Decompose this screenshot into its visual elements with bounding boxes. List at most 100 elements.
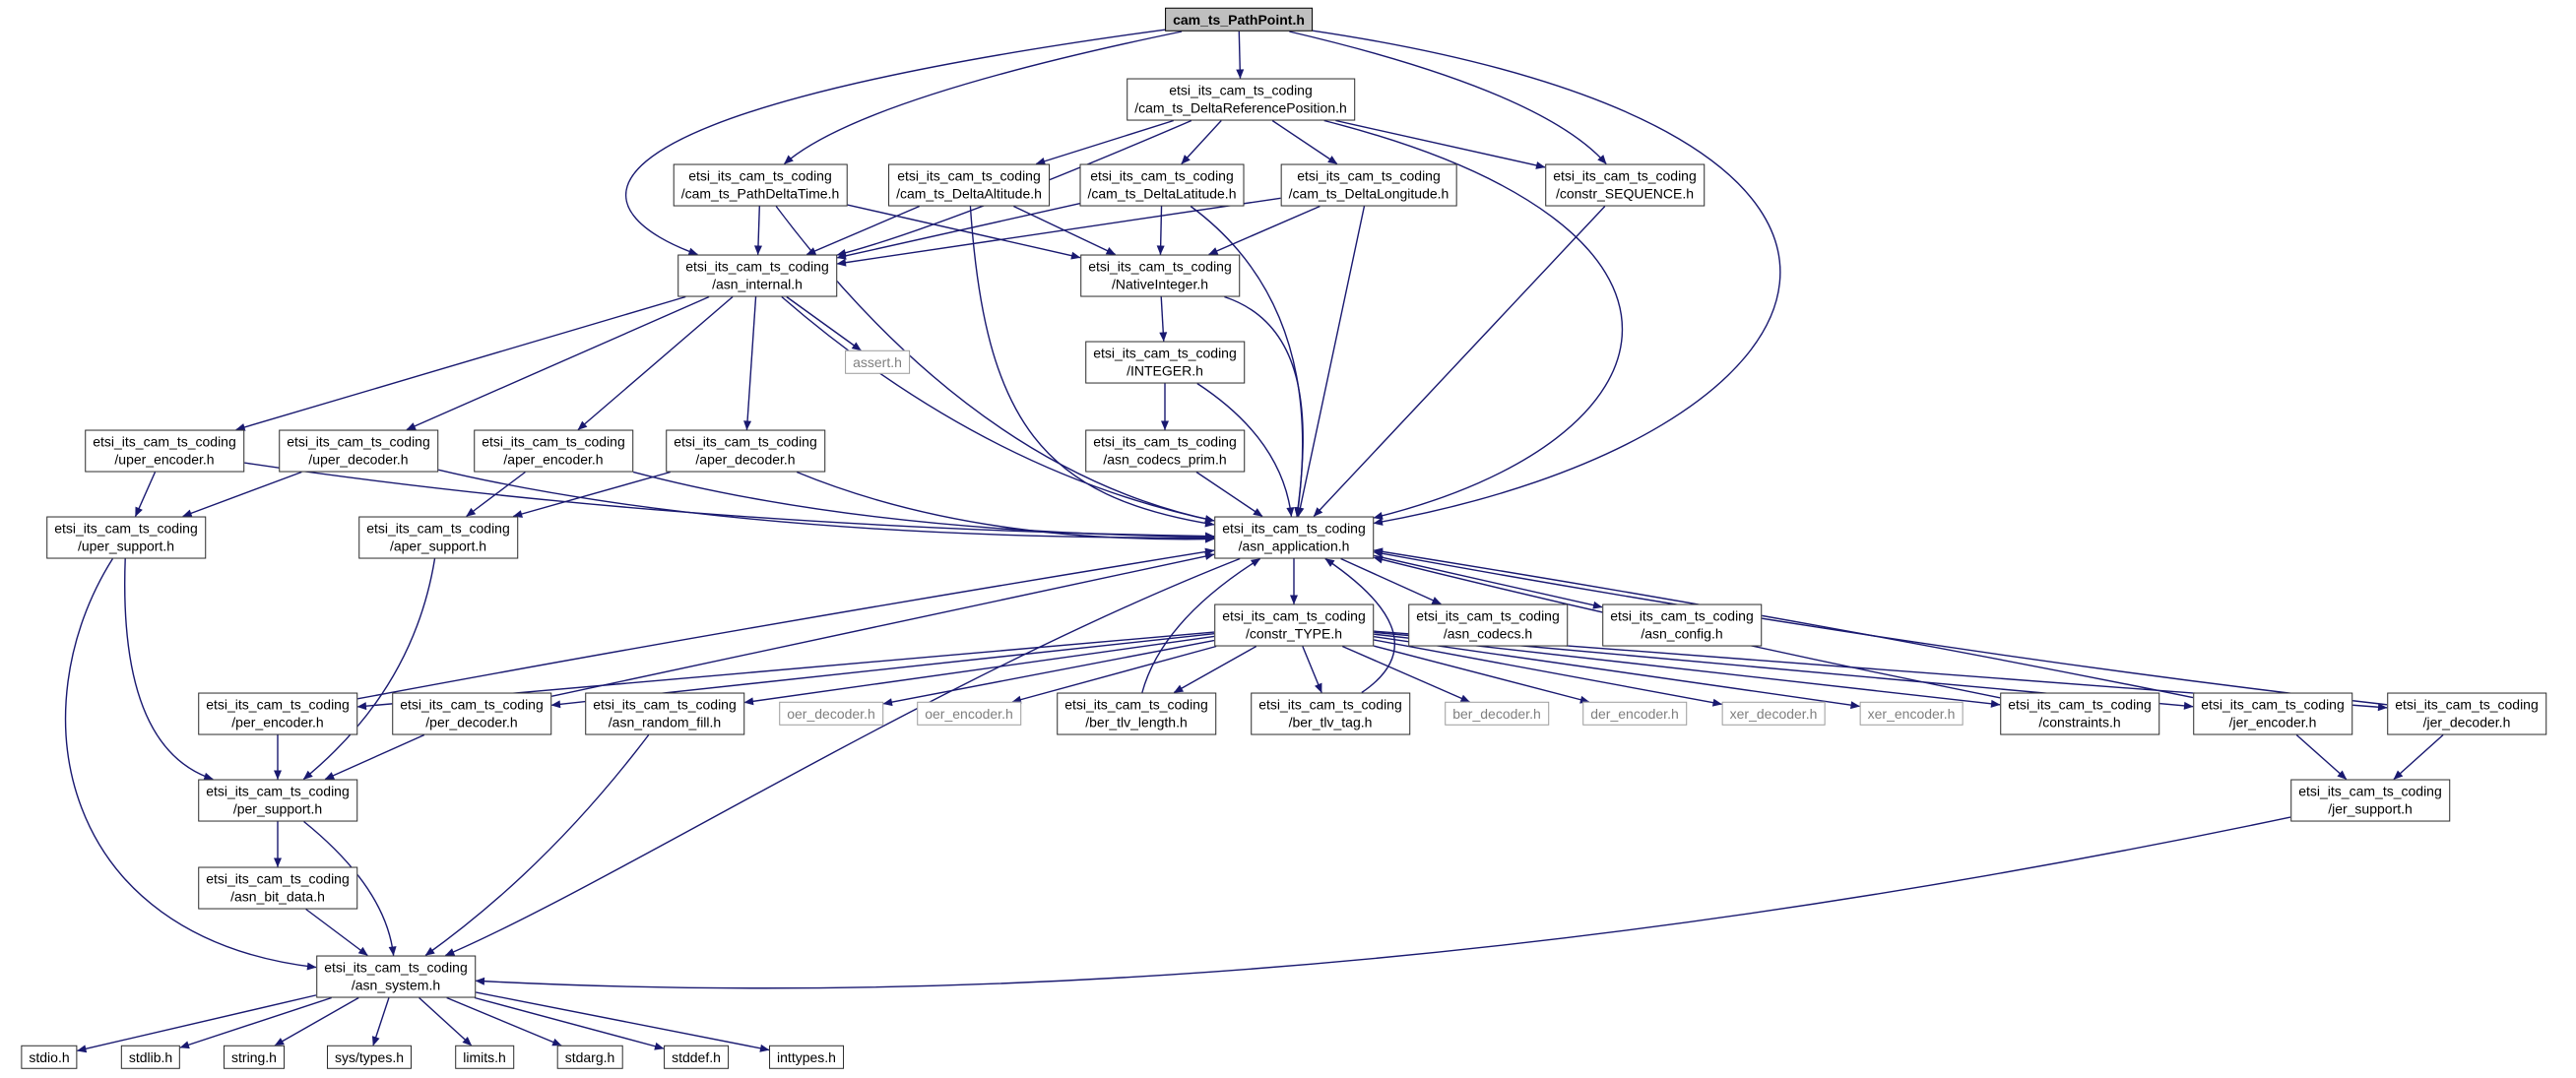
graph-node-label: /jer_support.h [2328,801,2413,817]
graph-node-limits: limits.h [455,1045,514,1070]
graph-node-label: etsi_its_cam_ts_coding [324,959,468,976]
graph-node-label: /asn_codecs_prim.h [1103,452,1227,468]
graph-node-label: etsi_its_cam_ts_coding [1090,167,1234,184]
graph-node-deltalongitude[interactable]: etsi_its_cam_ts_coding/cam_ts_DeltaLongi… [1280,163,1457,207]
include-edge-upersup-to-persup [124,558,214,781]
include-edge-pathpoint-to-constrseq [1289,31,1607,164]
graph-node-perdec[interactable]: etsi_its_cam_ts_coding/per_decoder.h [392,692,551,735]
graph-node-label: stdio.h [29,1048,70,1065]
include-edge-constrtype-to-xerenc [1373,635,1860,710]
graph-node-label: etsi_its_cam_ts_coding [93,433,236,450]
graph-node-label: etsi_its_cam_ts_coding [674,433,817,450]
graph-node-asninternal[interactable]: etsi_its_cam_ts_coding/asn_internal.h [677,254,837,297]
graph-node-label: /per_encoder.h [231,715,324,730]
graph-node-stdio: stdio.h [21,1045,78,1070]
include-edge-deltalongitude-to-nativeinteger [1208,205,1320,256]
graph-node-label: /uper_support.h [77,539,175,554]
graph-node-label: /cam_ts_DeltaReferencePosition.h [1134,100,1347,116]
graph-node-label: /aper_support.h [389,539,487,554]
include-edge-constrtype-to-bertlvlen [1173,645,1257,694]
include-edge-constrtype-to-oerenc [1011,645,1217,704]
graph-node-asnapp[interactable]: etsi_its_cam_ts_coding/asn_application.h [1214,516,1374,559]
graph-node-label: etsi_its_cam_ts_coding [206,870,350,887]
graph-node-integer[interactable]: etsi_its_cam_ts_coding/INTEGER.h [1085,341,1245,384]
graph-node-label: etsi_its_cam_ts_coding [2201,696,2345,713]
graph-node-label: stddef.h [672,1048,721,1065]
graph-node-deltalatitude[interactable]: etsi_its_cam_ts_coding/cam_ts_DeltaLatit… [1079,163,1245,207]
include-edge-jerenc-to-asnapp [1373,547,2194,699]
graph-node-label: /aper_decoder.h [695,452,796,468]
include-edge-asnsystem-to-systypes [371,997,390,1046]
graph-node-apersup[interactable]: etsi_its_cam_ts_coding/aper_support.h [358,516,518,559]
graph-node-jerdec[interactable]: etsi_its_cam_ts_coding/jer_decoder.h [2387,692,2546,735]
graph-node-label: etsi_its_cam_ts_coding [1064,696,1208,713]
include-edge-asnsystem-to-stddef [474,996,665,1050]
graph-node-label: etsi_its_cam_ts_coding [206,783,350,799]
graph-node-uperdec[interactable]: etsi_its_cam_ts_coding/uper_decoder.h [279,429,438,473]
include-edge-asninternal-to-asnapp [781,295,1215,524]
graph-node-pathdeltatime[interactable]: etsi_its_cam_ts_coding/cam_ts_PathDeltaT… [673,163,848,207]
graph-node-label: /aper_encoder.h [503,452,604,468]
include-edge-constrtype-to-xerdec [1373,639,1722,707]
graph-node-assert: assert.h [845,349,910,375]
include-edge-uperenc-to-upersup [134,472,157,517]
graph-node-label: etsi_its_cam_ts_coding [1093,345,1237,361]
include-edge-pathpoint-to-pathdeltatime [783,31,1183,165]
include-edge-deltaaltitude-to-asnapp [969,206,1215,528]
graph-node-label: /ber_tlv_tag.h [1288,715,1373,730]
include-edge-jersup-to-asnsystem [475,816,2291,989]
graph-node-derenc: der_encoder.h [1582,701,1687,727]
include-edge-uperdec-to-asnapp [437,469,1215,542]
graph-node-uperenc[interactable]: etsi_its_cam_ts_coding/uper_encoder.h [85,429,244,473]
graph-node-codecsprim[interactable]: etsi_its_cam_ts_coding/asn_codecs_prim.h [1085,429,1245,473]
graph-node-jerenc[interactable]: etsi_its_cam_ts_coding/jer_encoder.h [2193,692,2352,735]
graph-node-label: etsi_its_cam_ts_coding [2298,783,2442,799]
graph-node-aperdec[interactable]: etsi_its_cam_ts_coding/aper_decoder.h [666,429,825,473]
include-edge-deltalatitude-to-asninternal [836,203,1080,260]
graph-node-oerenc: oer_encoder.h [917,701,1021,727]
graph-node-label: /asn_codecs.h [1443,626,1533,642]
graph-node-label: etsi_its_cam_ts_coding [287,433,430,450]
include-edge-aperdec-to-asnapp [796,471,1215,543]
graph-node-bertlvlen[interactable]: etsi_its_cam_ts_coding/ber_tlv_length.h [1057,692,1216,735]
graph-node-randomfill[interactable]: etsi_its_cam_ts_coding/asn_random_fill.h [585,692,744,735]
graph-node-asncodecs[interactable]: etsi_its_cam_ts_coding/asn_codecs.h [1408,603,1568,647]
include-edge-codecsprim-to-asnapp [1195,471,1263,518]
graph-node-nativeinteger[interactable]: etsi_its_cam_ts_coding/NativeInteger.h [1080,254,1240,297]
graph-node-label: /per_decoder.h [425,715,518,730]
graph-node-label: /cam_ts_DeltaAltitude.h [896,186,1042,202]
include-edge-aperenc-to-asnapp [632,471,1215,541]
include-edge-constrseq-to-asnapp [1313,206,1606,517]
graph-node-upersup[interactable]: etsi_its_cam_ts_coding/uper_support.h [46,516,206,559]
graph-node-label: /INTEGER.h [1127,363,1203,379]
graph-node-bertlvtag[interactable]: etsi_its_cam_ts_coding/ber_tlv_tag.h [1251,692,1410,735]
include-edge-asnsystem-to-inttypes [475,991,770,1052]
graph-node-bitdata[interactable]: etsi_its_cam_ts_coding/asn_bit_data.h [198,866,357,910]
graph-node-constrseq[interactable]: etsi_its_cam_ts_coding/constr_SEQUENCE.h [1545,163,1705,207]
graph-node-deltaaltitude[interactable]: etsi_its_cam_ts_coding/cam_ts_DeltaAltit… [888,163,1050,207]
graph-node-label: etsi_its_cam_ts_coding [1222,520,1366,537]
include-edge-jerenc-to-jersup [2295,733,2348,781]
graph-node-label: /cam_ts_DeltaLatitude.h [1087,186,1237,202]
graph-node-stddef: stddef.h [664,1045,729,1070]
include-edge-uperdec-to-upersup [182,471,302,518]
graph-node-jersup[interactable]: etsi_its_cam_ts_coding/jer_support.h [2290,779,2450,822]
include-edge-asninternal-to-aperenc [577,295,734,431]
graph-node-label: etsi_its_cam_ts_coding [1088,258,1232,275]
include-edge-perdec-to-asnapp [550,552,1215,698]
include-edge-asninternal-to-uperenc [235,295,686,431]
graph-node-asnsystem[interactable]: etsi_its_cam_ts_coding/asn_system.h [316,955,476,998]
graph-node-label: oer_decoder.h [787,705,875,722]
graph-node-stdlib: stdlib.h [120,1045,181,1070]
include-edge-perenc-to-asnapp [356,547,1215,700]
graph-node-perenc[interactable]: etsi_its_cam_ts_coding/per_encoder.h [198,692,357,735]
graph-node-constrtype[interactable]: etsi_its_cam_ts_coding/constr_TYPE.h [1214,603,1374,647]
graph-node-deltaref[interactable]: etsi_its_cam_ts_coding/cam_ts_DeltaRefer… [1127,78,1355,121]
graph-node-label: /constraints.h [2038,715,2121,730]
graph-node-persup[interactable]: etsi_its_cam_ts_coding/per_support.h [198,779,357,822]
graph-node-asnconfig[interactable]: etsi_its_cam_ts_coding/asn_config.h [1602,603,1762,647]
graph-node-label: etsi_its_cam_ts_coding [2008,696,2152,713]
graph-node-aperenc[interactable]: etsi_its_cam_ts_coding/aper_encoder.h [474,429,633,473]
graph-node-constraints[interactable]: etsi_its_cam_ts_coding/constraints.h [2000,692,2159,735]
